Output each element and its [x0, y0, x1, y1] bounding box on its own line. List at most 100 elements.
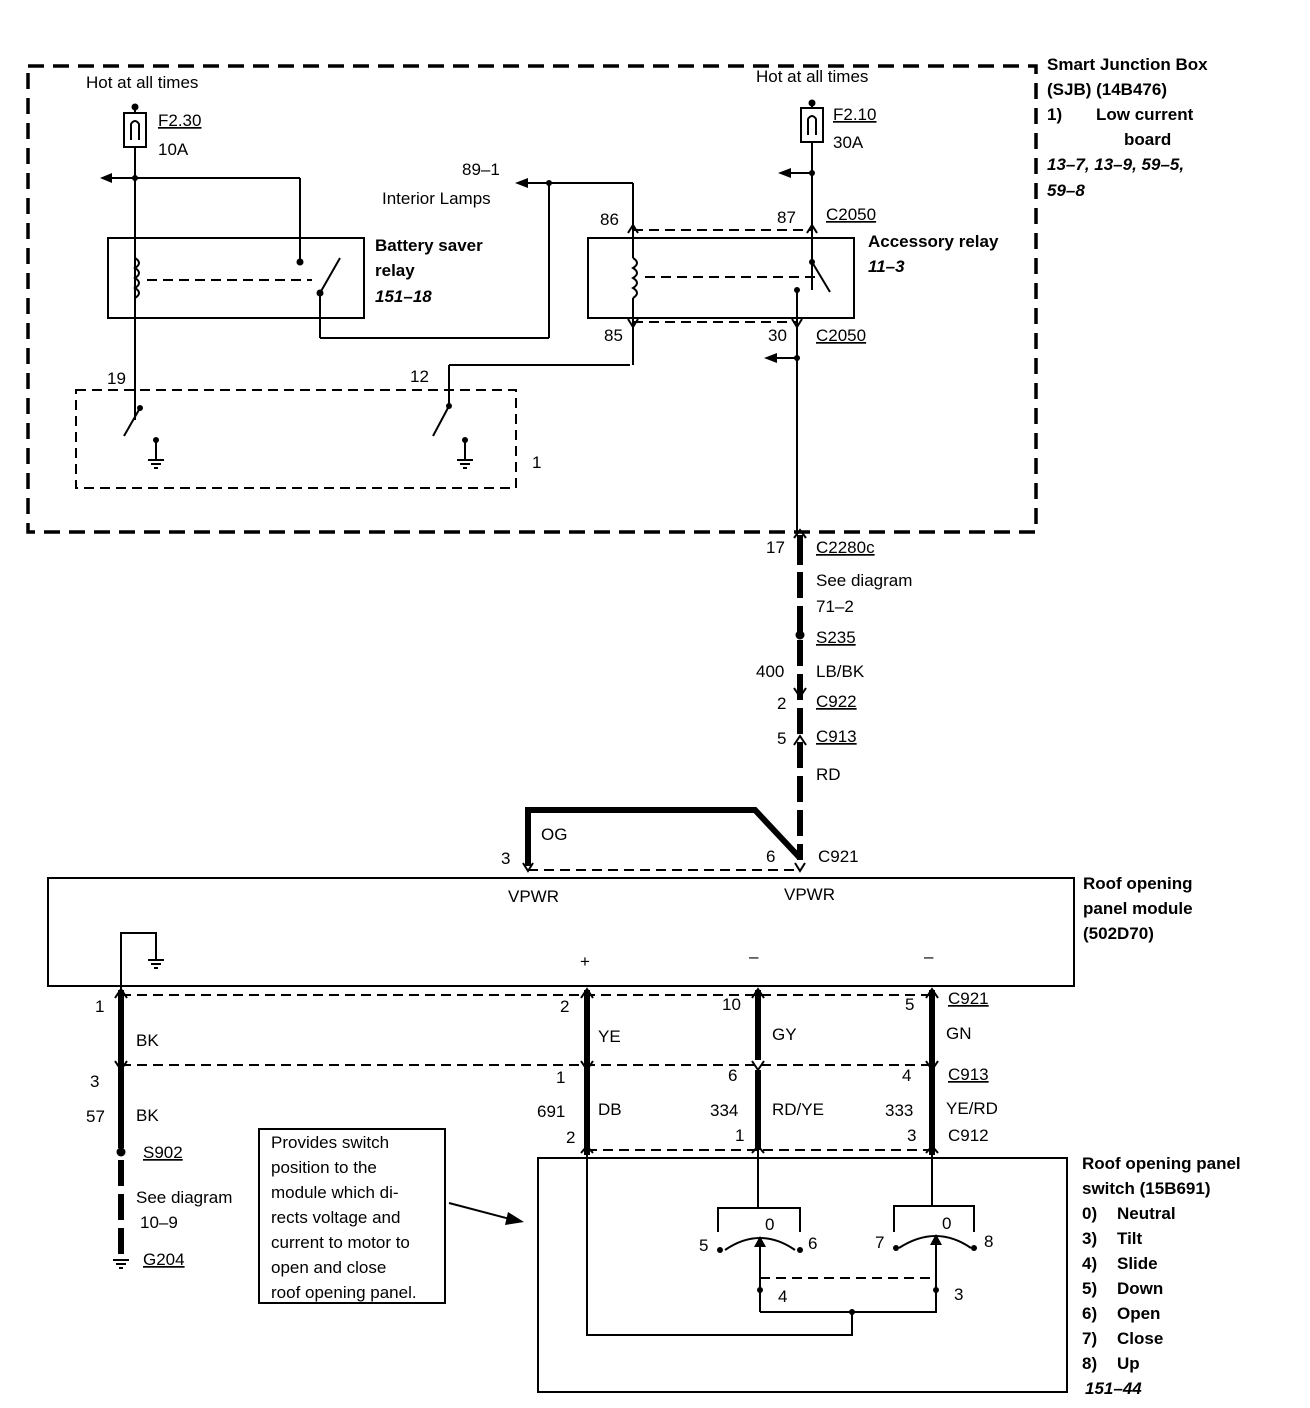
pin-17: 17: [766, 538, 785, 557]
switch-contact-0-right: 0: [942, 1214, 951, 1233]
switch-ref: 151–44: [1085, 1379, 1142, 1398]
pin-57: 57: [86, 1107, 105, 1126]
connector-mark-icon: [806, 223, 818, 234]
relay-switch-icon: [811, 261, 831, 293]
interior-lamps-ref: 89–1: [462, 160, 500, 179]
pin-1-c912: 1: [735, 1126, 744, 1145]
vpwr-right: VPWR: [784, 885, 835, 904]
fuse-left-id: F2.30: [158, 111, 201, 130]
svg-text:6): 6): [1082, 1304, 1097, 1323]
svg-text:3): 3): [1082, 1229, 1097, 1248]
svg-text:Down: Down: [1117, 1279, 1163, 1298]
connector-c2050-top: C2050: [826, 205, 876, 224]
wire-gn: GN: [946, 1024, 972, 1043]
pin-400: 400: [756, 662, 784, 681]
svg-text:Up: Up: [1117, 1354, 1140, 1373]
sjb-border: [26, 64, 1038, 534]
pin-2-c922: 2: [777, 694, 786, 713]
relay-coil-icon: [133, 257, 140, 299]
og-wire: [525, 807, 803, 866]
svg-text:5): 5): [1082, 1279, 1097, 1298]
relay-coil-icon: [631, 257, 638, 299]
battery-saver-relay-label-1: Battery saver: [375, 236, 483, 255]
wire-rdye-label: RD/YE: [772, 1100, 824, 1119]
fuse-left-icon: [123, 112, 147, 148]
svg-text:7): 7): [1082, 1329, 1097, 1348]
module-plus: +: [580, 952, 590, 971]
module-title-1: Roof opening: [1083, 874, 1193, 893]
arrow-left-icon: [100, 173, 112, 183]
connector-c2050-bottom: C2050: [816, 326, 866, 345]
pin-19: 19: [107, 369, 126, 388]
splice-s902: [116, 1147, 126, 1157]
module-minus-1: –: [749, 947, 759, 966]
pin-3-bk: 3: [90, 1072, 99, 1091]
svg-text:open and close: open and close: [271, 1258, 386, 1277]
pin-85: 85: [604, 326, 623, 345]
wire-ye: YE: [598, 1027, 621, 1046]
svg-text:Slide: Slide: [1117, 1254, 1158, 1273]
accessory-relay-label: Accessory relay: [868, 232, 999, 251]
see-diagram-71-ref: 71–2: [816, 597, 854, 616]
note-arrow-icon: [505, 1212, 524, 1225]
pin-5-gn: 5: [905, 995, 914, 1014]
switch-contact-7: 7: [875, 1233, 884, 1252]
svg-text:module which di-: module which di-: [271, 1183, 399, 1202]
arrow-left-icon: [778, 168, 791, 178]
wire-og: OG: [541, 825, 567, 844]
pin-86: 86: [600, 210, 619, 229]
fuse-right-icon: [800, 107, 824, 143]
switch-contact-5: 5: [699, 1236, 708, 1255]
wire-bk-1: BK: [136, 1031, 159, 1050]
sjb-item-num: 1): [1047, 105, 1062, 124]
svg-text:Provides switch: Provides switch: [271, 1133, 389, 1152]
pin-30: 30: [768, 326, 787, 345]
svg-text:roof opening panel.: roof opening panel.: [271, 1283, 417, 1302]
sjb-item-label-2: board: [1124, 130, 1171, 149]
pin-3-og: 3: [501, 849, 510, 868]
pin-691: 691: [537, 1102, 565, 1121]
svg-text:Close: Close: [1117, 1329, 1163, 1348]
relay-switch-icon: [319, 257, 341, 294]
svg-text:position to the: position to the: [271, 1158, 377, 1177]
see-diagram-10: See diagram: [136, 1188, 232, 1207]
see-diagram-71: See diagram: [816, 571, 912, 590]
wire-gy-label: GY: [772, 1025, 797, 1044]
connector-c913-bottom: C913: [948, 1065, 989, 1084]
sjb-refs-2: 59–8: [1047, 181, 1085, 200]
svg-text:Neutral: Neutral: [1117, 1204, 1176, 1223]
svg-text:rects voltage and: rects voltage and: [271, 1208, 400, 1227]
arrow-left-icon: [515, 178, 528, 188]
switch-positions-list: 0)Neutral 3)Tilt 4)Slide 5)Down 6)Open 7…: [1082, 1204, 1176, 1373]
hot-at-all-times-right: Hot at all times: [756, 67, 868, 86]
fuse-left-rating: 10A: [158, 140, 189, 159]
board-switch-2-icon: [432, 405, 450, 437]
battery-saver-relay-ref: 151–18: [375, 287, 432, 306]
module-title-3: (502D70): [1083, 924, 1154, 943]
sjb-title: Smart Junction Box: [1047, 55, 1208, 74]
switch-contact-4: 4: [778, 1287, 787, 1306]
fuse-right-id: F2.10: [833, 105, 876, 124]
svg-text:current to motor to: current to motor to: [271, 1233, 410, 1252]
connector-c921-top: C921: [818, 847, 859, 866]
wire-bk-2: BK: [136, 1106, 159, 1125]
module-title-2: panel module: [1083, 899, 1193, 918]
switch-contact-0-left: 0: [765, 1215, 774, 1234]
note-box: [258, 1128, 446, 1304]
battery-saver-relay-box: [107, 237, 365, 319]
connector-c922: C922: [816, 692, 857, 711]
connector-c921-bottom: C921: [948, 989, 989, 1008]
pin-1-db: 1: [556, 1068, 565, 1087]
pin-333: 333: [885, 1101, 913, 1120]
low-current-board-box: [75, 389, 517, 489]
roof-opening-panel-module-box: [47, 877, 1075, 987]
vpwr-left: VPWR: [508, 887, 559, 906]
pin-2-c912: 2: [566, 1128, 575, 1147]
pin-10-gy: 10: [722, 995, 741, 1014]
ground-g204: G204: [143, 1250, 185, 1269]
interior-lamps-label: Interior Lamps: [382, 189, 491, 208]
sjb-part: (SJB) (14B476): [1047, 80, 1167, 99]
wire-yerd: YE/RD: [946, 1099, 998, 1118]
switch-title-2: switch (15B691): [1082, 1179, 1211, 1198]
